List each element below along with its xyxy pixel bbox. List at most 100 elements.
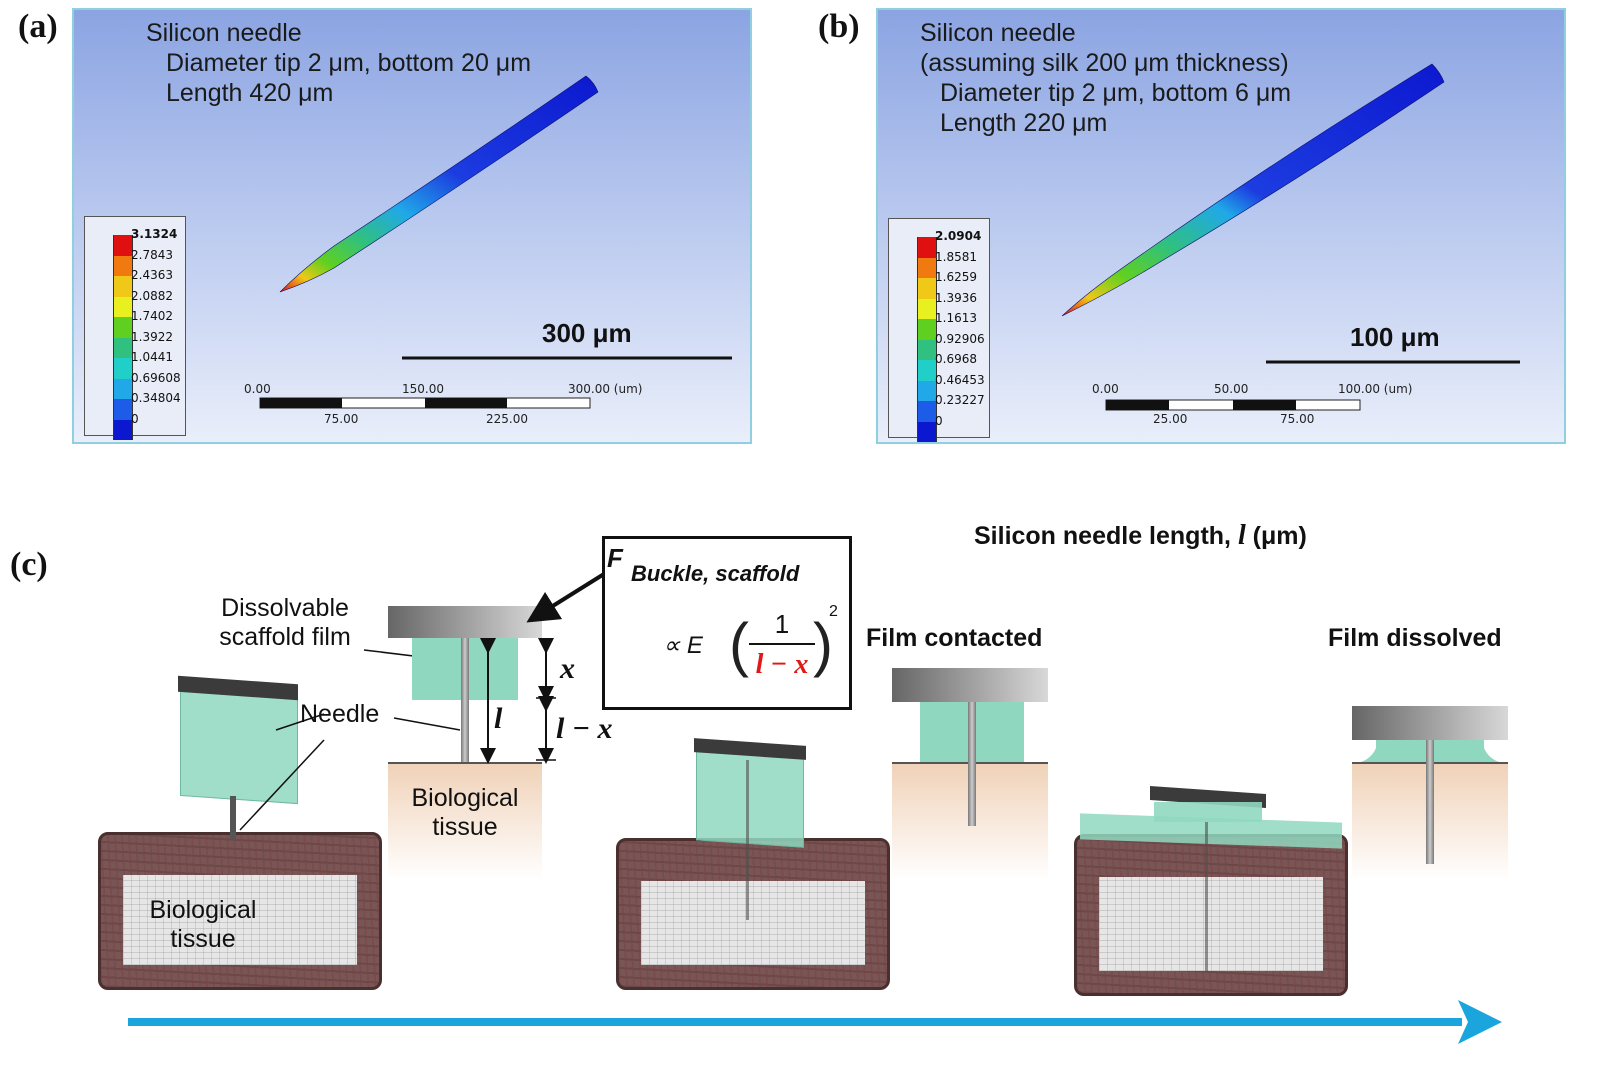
legend-value: 2.7843 (131, 247, 173, 262)
formula-denominator: l − x (755, 649, 809, 680)
panel-b-letter: (b) (818, 8, 860, 45)
panel-b-simulation: Silicon needle (assuming silk 200 μm thi… (876, 8, 1566, 444)
axis-title-text: Silicon needle length, (974, 522, 1238, 550)
legend-swatch (113, 317, 133, 338)
legend-swatch (917, 380, 937, 401)
tissue-block-3d (98, 832, 382, 990)
panel-a-tick: 75.00 (324, 412, 359, 426)
legend-swatch (917, 237, 937, 258)
legend-swatch (113, 276, 133, 297)
tissue-label-2d-text: Biological tissue (411, 784, 519, 841)
scaffold-film-label: Dissolvable scaffold film (200, 594, 370, 652)
formula-right-paren: ) (813, 611, 833, 678)
axis-title-variable: l (1237, 520, 1246, 551)
panel-a-needle (259, 75, 732, 409)
film-residue-3d-dissolved (1154, 802, 1262, 822)
needle-contacted (968, 702, 976, 826)
film-contacted-label: Film contacted (866, 624, 1043, 652)
legend-value: 1.8581 (935, 249, 977, 264)
panel-b-title: Silicon needle (920, 19, 1076, 47)
panel-a-tick: 150.00 (402, 382, 444, 396)
legend-value: 3.1324 (131, 227, 178, 241)
formula-fraction-bar (749, 643, 815, 645)
legend-swatch (917, 278, 937, 299)
formula-exponent: 2 (829, 603, 838, 620)
legend-value: 0.34804 (131, 391, 181, 405)
legend-swatch (917, 257, 937, 278)
legend-value: 0.6968 (935, 352, 977, 366)
needle-3d-dissolved (1205, 822, 1208, 972)
needle-2d (461, 638, 469, 762)
scaffold-film-label-text: Dissolvable scaffold film (219, 594, 351, 651)
panel-b-assumption: (assuming silk 200 μm thickness) (920, 49, 1289, 77)
panel-a-scale-label: 300 μm (542, 318, 632, 348)
legend-value: 2.4363 (131, 268, 173, 282)
panel-b-tick: 75.00 (1280, 412, 1315, 426)
legend-value: 0.23227 (935, 393, 985, 407)
legend-value: 0.69608 (131, 370, 181, 385)
legend-value: 1.7402 (131, 309, 173, 323)
panel-b-diameter: Diameter tip 2 μm, bottom 6 μm (940, 79, 1292, 107)
film-dissolved-label: Film dissolved (1328, 624, 1502, 652)
panel-b-tick: 100.00 (um) (1338, 382, 1413, 396)
legend-value: 1.0441 (131, 350, 173, 364)
legend-value: 1.1613 (935, 311, 977, 325)
legend-value: 2.0882 (131, 288, 173, 303)
label-l-minus-x: l − x (556, 712, 613, 745)
panel-b-tick: 0.00 (1092, 382, 1119, 396)
legend-swatch (113, 399, 133, 420)
legend-value: 0.92906 (935, 331, 985, 346)
legend-swatch (917, 401, 937, 422)
formula-subscript: Buckle, scaffold (631, 561, 800, 586)
panel-a-tick: 300.00 (um) (568, 382, 643, 396)
backing-plate-2d (388, 606, 542, 638)
panel-b-tick: 50.00 (1214, 382, 1249, 396)
needle-label: Needle (300, 700, 380, 728)
needle-dissolved (1426, 740, 1434, 864)
panel-b-length: Length 220 μm (940, 109, 1108, 137)
tissue-label-2d: Biological tissue (388, 784, 542, 842)
legend-swatch (113, 419, 133, 440)
legend-swatch (917, 298, 937, 319)
formula-numerator: 1 (774, 609, 790, 639)
legend-swatch (113, 255, 133, 276)
legend-swatch (113, 235, 133, 256)
tissue-2d (388, 762, 542, 880)
backing-plate-contacted (892, 668, 1048, 702)
legend-swatch (917, 421, 937, 442)
panel-a-simulation: Silicon needle Diameter tip 2 μm, bottom… (72, 8, 752, 444)
legend-value: 1.3936 (935, 290, 977, 305)
panel-a-letter: (a) (18, 8, 58, 45)
legend-swatch (113, 358, 133, 379)
panel-a-tick: 225.00 (486, 412, 528, 426)
legend-value: 1.6259 (935, 270, 977, 284)
buckle-formula-box: F Buckle, scaffold ∝ E ( 1 l − x ) 2 (602, 536, 852, 710)
panel-a-title: Silicon needle (146, 19, 302, 47)
formula-F: F (607, 543, 623, 573)
panel-a-length: Length 420 μm (166, 79, 334, 107)
needle-3d-contacted (746, 760, 749, 920)
legend-swatch (113, 337, 133, 358)
legend-value: 0 (131, 411, 139, 426)
legend-value: 0 (935, 413, 943, 428)
formula-proportional: ∝ E (663, 632, 703, 659)
tissue-label-3d: Biological tissue (128, 896, 278, 954)
tissue-block-3d-contacted (616, 838, 890, 990)
panel-a-diameter: Diameter tip 2 μm, bottom 20 μm (166, 49, 532, 77)
formula-left-paren: ( (729, 611, 749, 678)
needle-3d (230, 796, 236, 840)
panel-b-scale-label: 100 μm (1350, 322, 1440, 352)
panel-c-letter: (c) (10, 546, 48, 583)
axis-title-unit: (μm) (1245, 522, 1307, 550)
tissue-label-3d-text: Biological tissue (149, 896, 257, 953)
legend-swatch (113, 378, 133, 399)
axis-title: Silicon needle length, l (μm) (974, 520, 1307, 552)
panel-b-tick: 25.00 (1153, 412, 1188, 426)
legend-swatch (917, 339, 937, 360)
panel-b-needle (1061, 63, 1520, 411)
legend-swatch (113, 296, 133, 317)
